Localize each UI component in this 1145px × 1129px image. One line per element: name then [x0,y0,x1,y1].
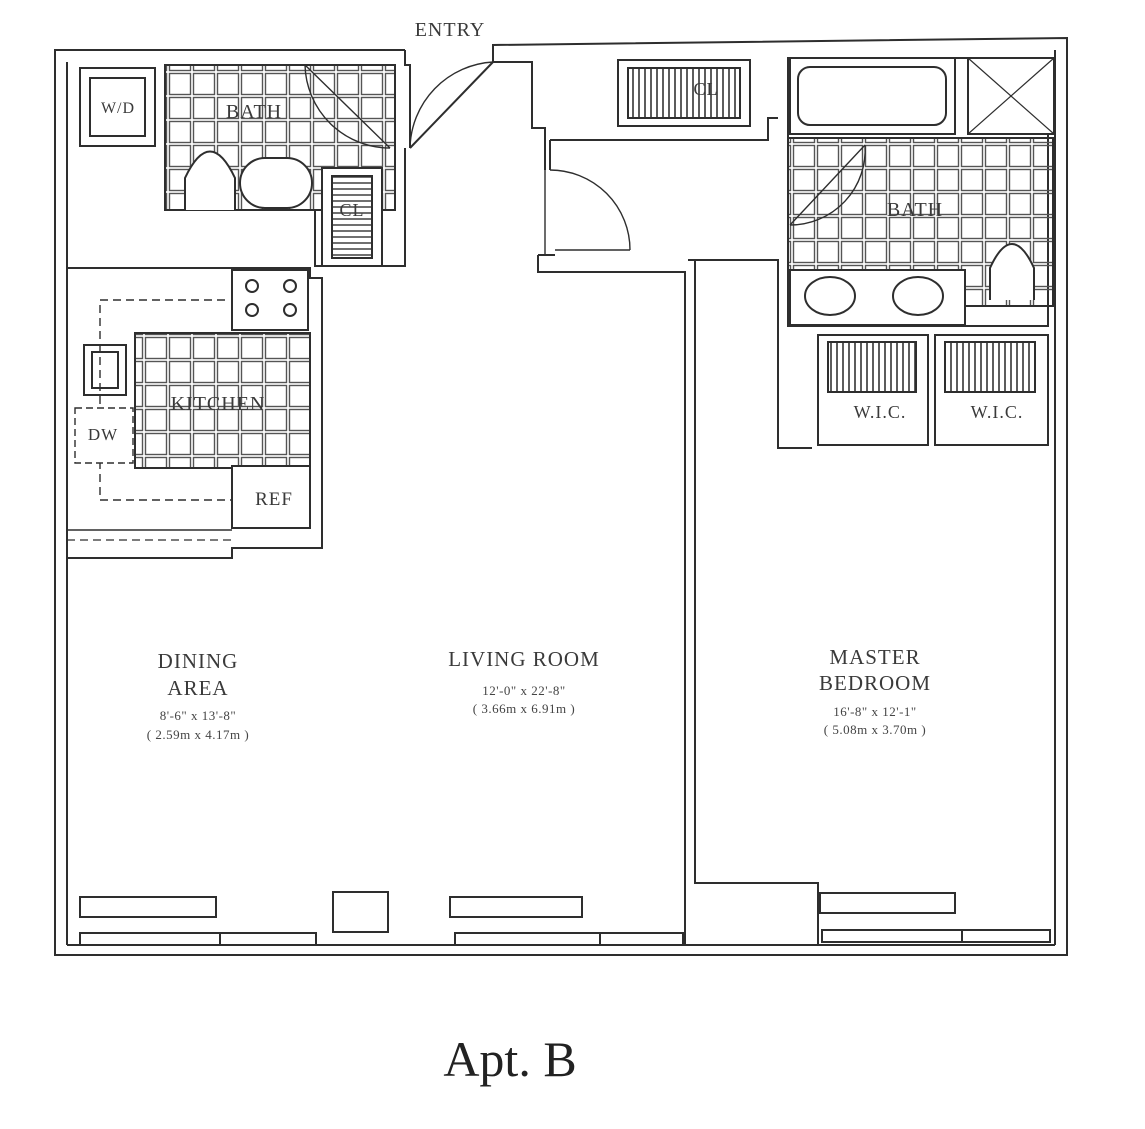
closet-1-label: CL [339,200,364,220]
closet-1-wall [314,148,406,267]
master-dim-imperial: 16'-8" x 12'-1" [833,704,916,719]
entry-door [409,61,494,149]
closet-1 [321,167,383,267]
master-dim-metric: ( 5.08m x 3.70m ) [824,722,926,737]
master-name-line2: BEDROOM [819,671,931,695]
closet-2 [617,59,751,127]
dining-name-line2: AREA [167,676,228,700]
master-name-line1: MASTER [829,645,920,669]
living-dim-imperial: 12'-0" x 22'-8" [482,683,565,698]
refrigerator-label: REF [255,489,293,510]
plan-title: Apt. B [443,1031,577,1087]
kitchen-area [67,267,323,559]
partition-wall [520,61,819,945]
entry-label: ENTRY [415,19,486,41]
washer-dryer-label: W/D [101,100,135,117]
dining-dim-imperial: 8'-6" x 13'-8" [160,708,236,723]
windows [79,891,1051,946]
living-room-name: LIVING ROOM [448,647,600,671]
dining-name-line1: DINING [158,649,239,673]
bath-2 [787,57,1055,327]
closet-2-label: CL [693,79,718,99]
dining-dim-metric: ( 2.59m x 4.17m ) [147,727,249,742]
walk-in-closets [817,334,1049,446]
dishwasher-label: DW [88,425,118,444]
wic-2-label: W.I.C. [971,402,1024,422]
bath-2-label: BATH [887,199,943,221]
wic-1-label: W.I.C. [854,402,907,422]
bath-1-label: BATH [226,101,282,123]
living-dim-metric: ( 3.66m x 6.91m ) [473,701,575,716]
kitchen-label: KITCHEN [171,393,266,415]
